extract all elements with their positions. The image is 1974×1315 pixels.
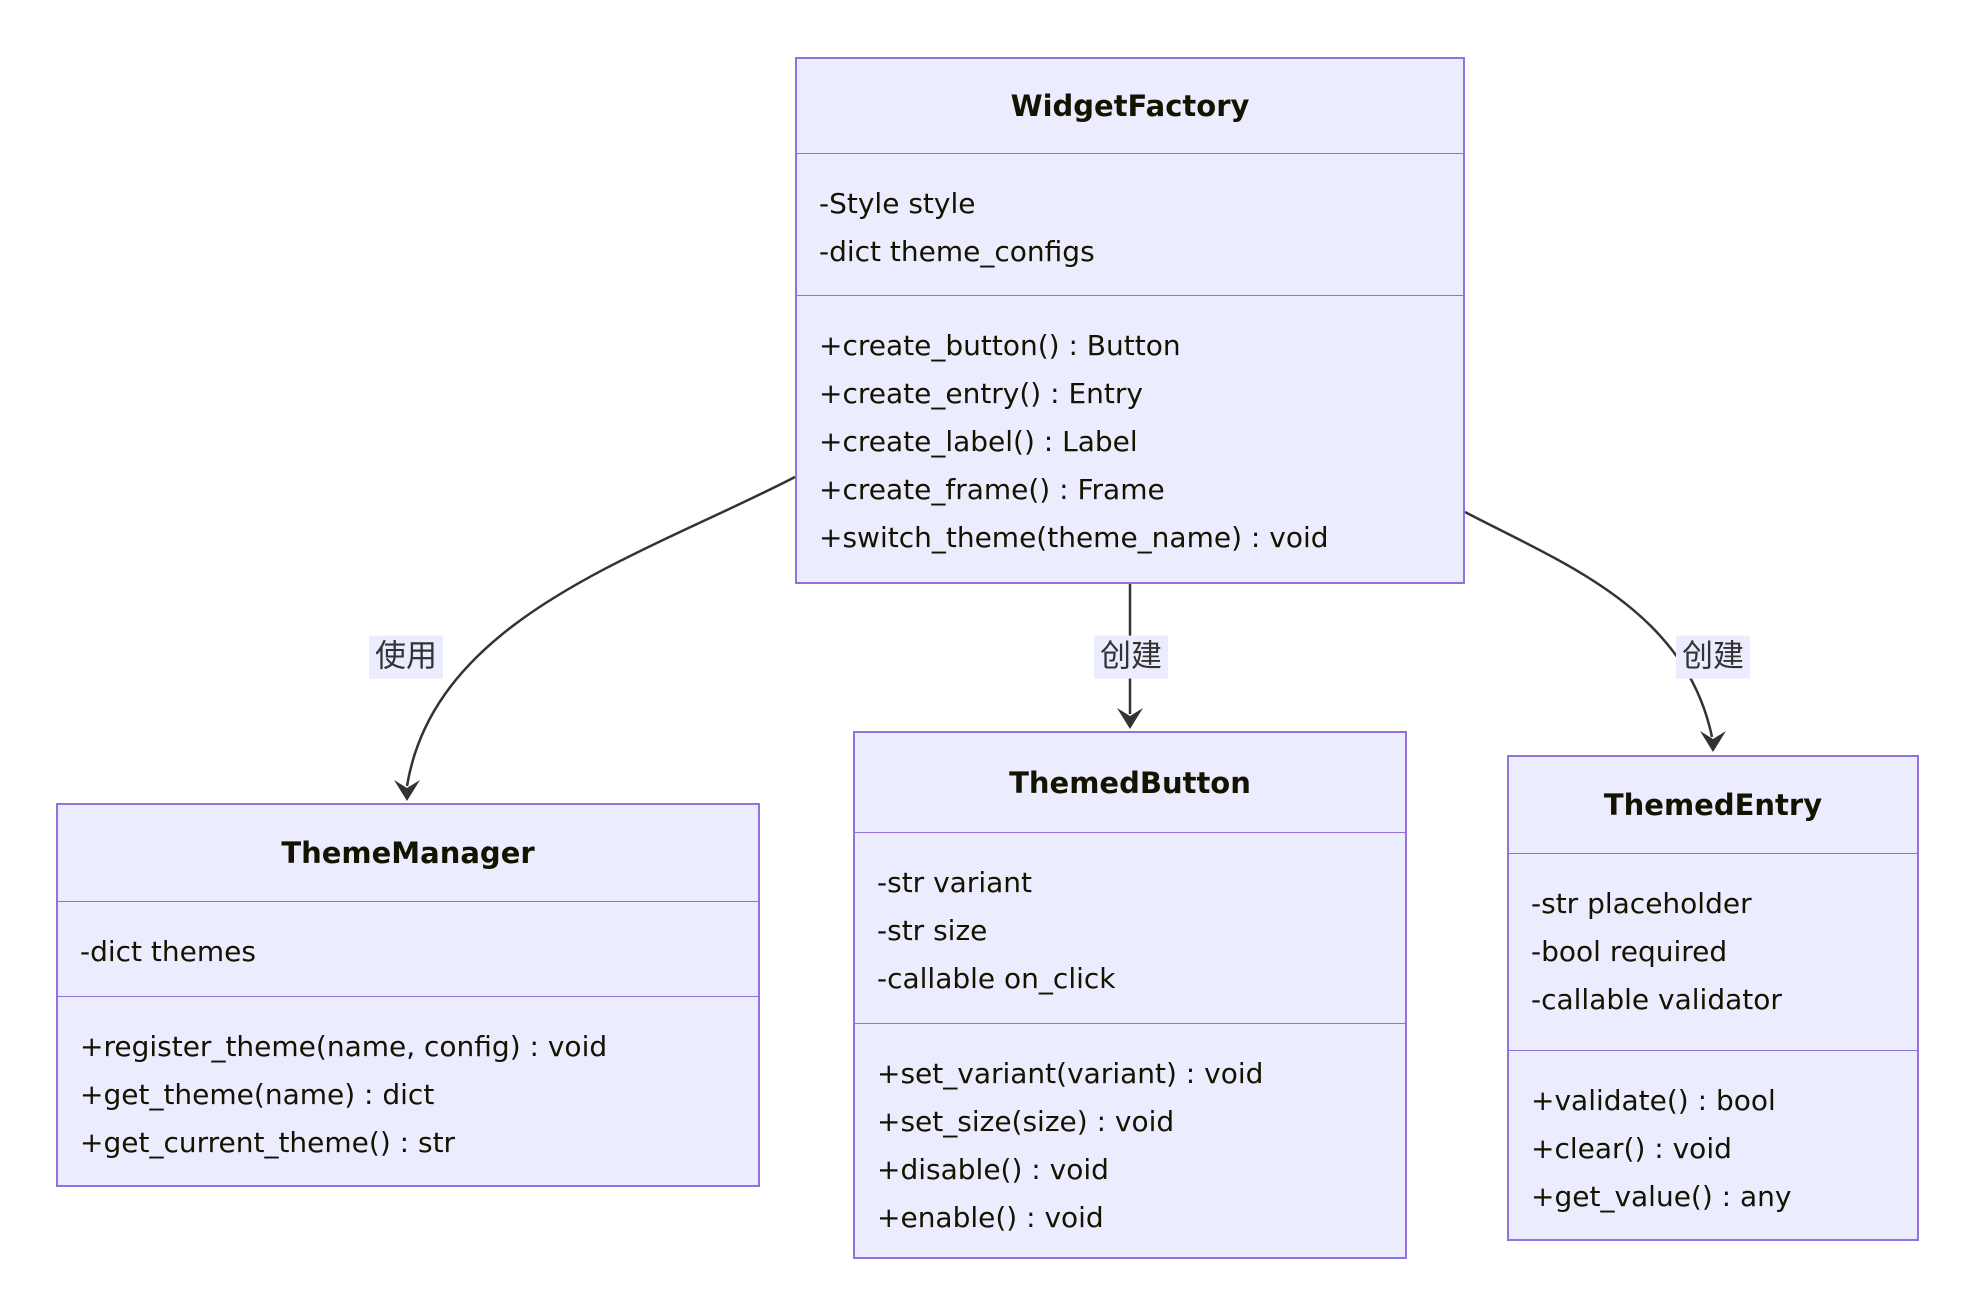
method-row: +disable() : void [877,1153,1109,1186]
attribute-row: -dict theme_configs [819,235,1095,268]
method-row: +register_theme(name, config) : void [80,1030,608,1063]
class-title: ThemeManager [281,836,535,870]
method-row: +get_current_theme() : str [80,1126,456,1159]
attribute-row: -bool required [1531,935,1728,968]
class-title: WidgetFactory [1010,89,1250,123]
method-row: +get_value() : any [1531,1180,1792,1213]
class-node-thememanager: ThemeManager -dict themes +register_them… [56,803,760,1187]
class-node-widgetfactory: WidgetFactory -Style style -dict theme_co… [795,57,1465,584]
edge-use-path [405,475,796,787]
edge-label-create-entry: 创建 [1676,635,1750,679]
attribute-row: -dict themes [80,935,256,968]
class-title: ThemedButton [1009,765,1251,800]
class-node-themedbutton: ThemedButton -str variant -str size -calla… [853,731,1407,1259]
method-row: +get_theme(name) : dict [80,1078,435,1111]
method-row: +create_entry() : Entry [819,377,1143,410]
method-row: +create_button() : Button [819,329,1181,362]
method-row: +switch_theme(theme_name) : void [819,521,1329,554]
class-methods: +set_variant(variant) : void +set_size(si… [855,1023,1405,1258]
class-attributes: -Style style -dict theme_configs [797,153,1463,295]
class-title: ThemedEntry [1603,788,1823,822]
class-attributes: -str placeholder -bool required -callable … [1509,853,1917,1050]
attribute-row: -callable on_click [877,962,1116,995]
edge-label-use: 使用 [369,635,443,679]
method-row: +set_variant(variant) : void [877,1057,1264,1090]
class-attributes: -str variant -str size -callable on_click [855,832,1405,1023]
method-row: +clear() : void [1531,1132,1732,1165]
attribute-row: -str size [877,914,988,947]
class-node-themedentry: ThemedEntry -str placeholder -bool requir… [1507,755,1919,1241]
edge-create-entry-path [1464,510,1714,738]
attribute-row: -Style style [819,187,976,220]
attribute-row: -str placeholder [1531,887,1752,920]
edge-label-create-button: 创建 [1094,635,1168,679]
method-row: +set_size(size) : void [877,1105,1175,1138]
class-attributes: -dict themes [58,901,758,996]
attribute-row: -callable validator [1531,983,1782,1016]
class-methods: +register_theme(name, config) : void +get… [58,996,758,1186]
attribute-row: -str variant [877,866,1032,899]
method-row: +create_label() : Label [819,425,1138,458]
edge-create-entry-arrowhead-icon [1700,731,1726,752]
method-row: +create_frame() : Frame [819,473,1165,506]
class-methods: +create_button() : Button +create_entry()… [797,295,1463,583]
method-row: +enable() : void [877,1201,1104,1234]
edge-create-button-arrowhead-icon [1117,708,1143,729]
edge-use-arrowhead-icon [394,780,420,801]
class-methods: +validate() : bool +clear() : void +get_va… [1509,1050,1917,1240]
method-row: +validate() : bool [1531,1084,1776,1117]
